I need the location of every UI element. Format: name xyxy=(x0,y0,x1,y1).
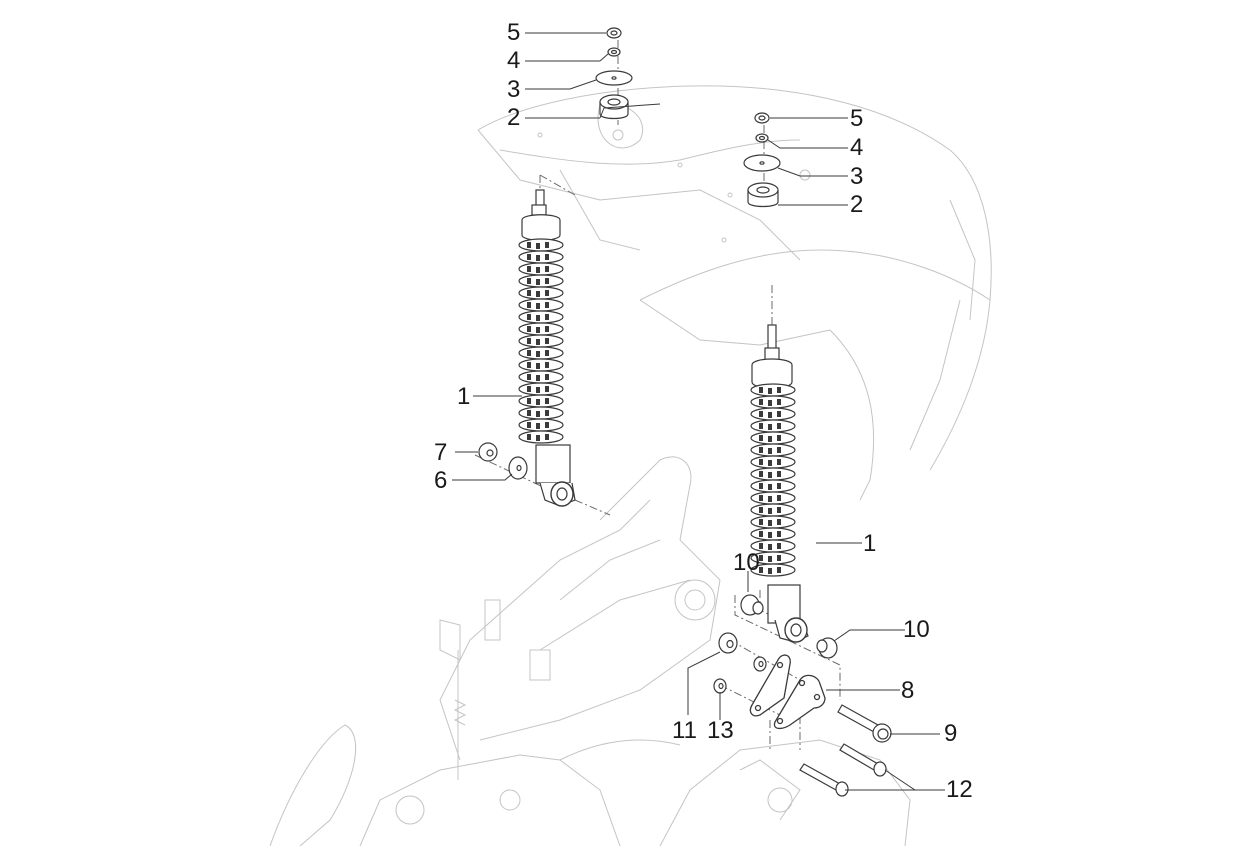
spring-coil xyxy=(750,383,796,397)
callout-5-left: 5 xyxy=(507,19,521,46)
callout-7: 7 xyxy=(434,439,448,466)
leader-lines xyxy=(452,32,945,791)
hardware-stack-right xyxy=(743,112,781,208)
nut-part-13 xyxy=(713,678,727,694)
callout-1-right: 1 xyxy=(863,530,877,557)
engine-outline xyxy=(269,724,911,847)
callout-12: 12 xyxy=(946,776,973,803)
bushing-part-10-right xyxy=(816,637,838,659)
callout-6: 6 xyxy=(434,467,448,494)
callout-10-left: 10 xyxy=(733,549,760,576)
callout-10-right: 10 xyxy=(903,616,930,643)
spring-coil xyxy=(518,298,564,312)
spring-coil xyxy=(518,286,564,300)
rear-body-outline xyxy=(477,85,992,501)
shock-absorber-right xyxy=(750,324,809,643)
spring-coil xyxy=(750,431,796,445)
nut-part-11 xyxy=(718,632,767,672)
callout-2-left: 2 xyxy=(507,104,521,131)
spring-coil xyxy=(518,274,564,288)
spring-coil xyxy=(518,394,564,408)
spring-coil xyxy=(750,467,796,481)
callout-11: 11 xyxy=(672,717,697,744)
spring-coil xyxy=(750,443,796,457)
spring-coil xyxy=(750,455,796,469)
spring-coil xyxy=(518,382,564,396)
callout-9: 9 xyxy=(944,720,958,747)
shock-absorber-left xyxy=(518,189,576,507)
callout-4-left: 4 xyxy=(507,47,521,74)
spring-coil xyxy=(518,370,564,384)
spring-coil xyxy=(750,527,796,541)
spring-coil xyxy=(518,346,564,360)
bracket-part-8 xyxy=(749,654,826,730)
washer-part-6 xyxy=(508,456,528,480)
bushing-part-10-left xyxy=(740,594,764,616)
hardware-stack-left xyxy=(595,27,633,120)
spring-coil xyxy=(750,395,796,409)
callout-2-right: 2 xyxy=(850,191,864,218)
callout-4-right: 4 xyxy=(850,134,864,161)
swingarm-frame-outline xyxy=(439,456,721,780)
spring-coil xyxy=(518,418,564,432)
spring-coil xyxy=(518,250,564,264)
callout-5-right: 5 xyxy=(850,105,864,132)
nut-part-7 xyxy=(478,442,498,462)
spring-coil xyxy=(518,238,564,252)
spring-coil xyxy=(750,419,796,433)
spring-coil xyxy=(518,322,564,336)
callout-13: 13 xyxy=(707,717,734,744)
spring-coil xyxy=(518,310,564,324)
spring-coil xyxy=(518,406,564,420)
spring-coil xyxy=(518,262,564,276)
spring-coil xyxy=(750,479,796,493)
callout-3-right: 3 xyxy=(850,163,864,190)
spring-coil xyxy=(750,491,796,505)
spring-coil xyxy=(518,334,564,348)
spring-coil xyxy=(750,503,796,517)
callout-8: 8 xyxy=(901,677,915,704)
spring-coil xyxy=(750,515,796,529)
callout-1-left: 1 xyxy=(457,383,471,410)
spring-coil xyxy=(750,407,796,421)
screw-part-12 xyxy=(799,743,887,797)
spring-coil xyxy=(518,430,564,444)
callout-3-left: 3 xyxy=(507,76,521,103)
bolt-part-9 xyxy=(837,704,892,743)
spring-coil xyxy=(518,358,564,372)
